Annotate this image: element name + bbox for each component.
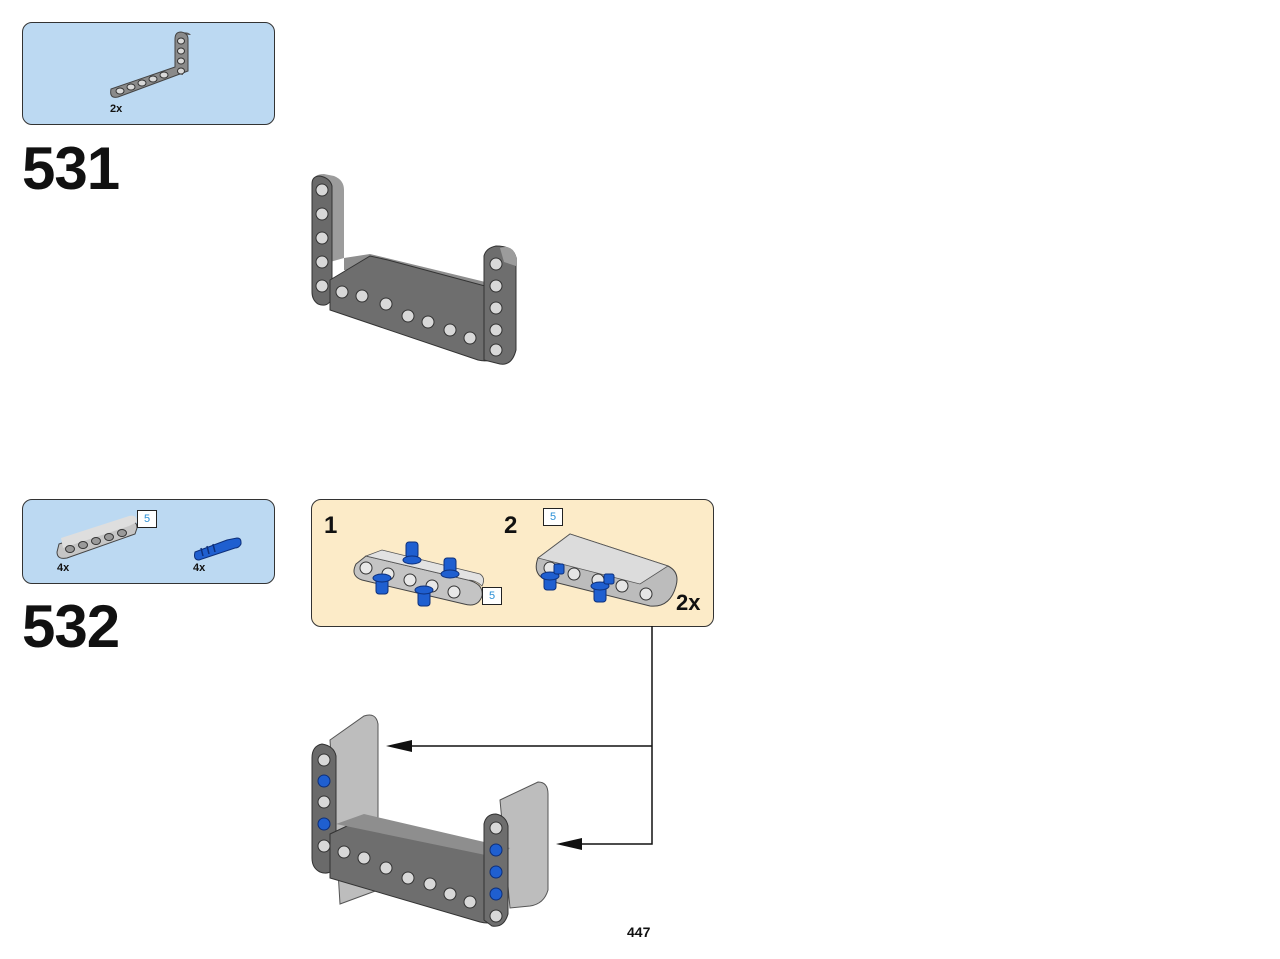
length-badge: 5 [482,587,502,605]
paired-beams-illustration [535,533,678,607]
part-quantity: 2x [110,103,123,115]
beam-part-icon [56,515,138,559]
subassembly-callout: 1 2 5 [311,499,714,627]
step-number-531: 531 [22,135,120,202]
l-beam-part-icon [110,31,191,98]
subassembly-multiplier: 2x [676,590,701,615]
length-badge: 5 [137,510,157,528]
page-number: 447 [627,924,651,940]
parts-list-532: 5 4x 4x [22,499,275,584]
length-badge: 5 [543,508,563,526]
step-number-532: 532 [22,593,120,660]
u-frame-assembly-531 [311,174,517,365]
blue-pin-icon [194,537,242,561]
frame-assembly-532 [311,714,549,927]
arrowhead-icon [386,740,412,752]
callout-arrows [386,626,653,850]
parts-list-531: 2x [22,22,275,125]
substep-number: 1 [324,512,338,539]
substep-number: 2 [504,512,518,539]
beam-with-pins-illustration [353,541,484,607]
arrowhead-icon [556,838,582,850]
part-quantity: 4x [193,562,206,574]
part-quantity: 4x [57,562,70,574]
